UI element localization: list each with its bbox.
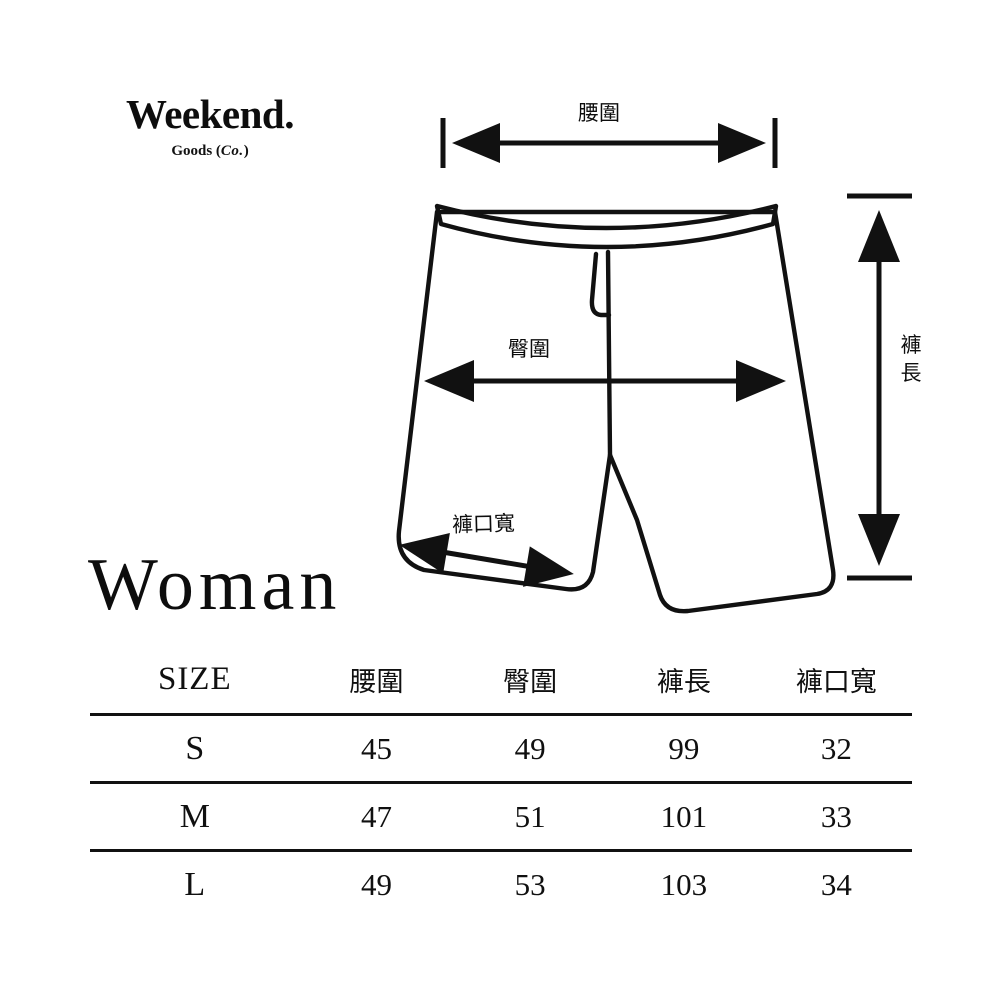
cell-size: M xyxy=(179,797,210,835)
cell-waist: 47 xyxy=(360,798,392,834)
waistband-path xyxy=(434,203,779,250)
cell-size: S xyxy=(185,729,205,767)
brand-name: Weekend. xyxy=(126,91,295,137)
column-header-hip: 臀圍 xyxy=(503,666,558,698)
brand-subtitle-paren-close: ) xyxy=(243,143,249,159)
size-table-head: SIZE 腰圍 臀圍 褲長 褲口寬 xyxy=(90,645,912,715)
cell-hem: 34 xyxy=(820,866,852,902)
shorts-body-path xyxy=(396,209,836,614)
center-seam-path xyxy=(605,249,613,458)
cell-waist: 45 xyxy=(360,730,392,766)
size-table-element: SIZE 腰圍 臀圍 褲長 褲口寬 S 45 49 99 32 M 47 xyxy=(90,645,912,919)
category-title: Woman xyxy=(88,544,342,626)
size-table-body: S 45 49 99 32 M 47 51 101 33 L 49 53 xyxy=(90,714,912,920)
hip-arrowhead-right xyxy=(736,360,786,402)
hem-arrowhead-left xyxy=(399,533,450,574)
hem-arrowhead-right xyxy=(523,546,574,587)
column-header-hem: 褲口寬 xyxy=(795,666,877,698)
cell-waist: 49 xyxy=(360,866,392,902)
hip-measure-group xyxy=(424,360,786,402)
cell-hem: 32 xyxy=(820,730,852,766)
fly-detail-path xyxy=(589,251,612,318)
cell-length: 99 xyxy=(668,730,700,766)
waist-arrowhead-left xyxy=(452,123,500,163)
brand-logo: Weekend. Goods (Co.) xyxy=(90,92,330,160)
cell-hem: 33 xyxy=(820,798,852,834)
table-row: S 45 49 99 32 xyxy=(90,714,912,783)
column-header-length: 褲長 xyxy=(656,666,711,698)
shorts-outline xyxy=(396,203,836,614)
length-arrowhead-top xyxy=(858,210,900,262)
waist-measure-group xyxy=(440,118,778,168)
cell-size: L xyxy=(184,865,206,903)
length-label: 褲長 xyxy=(900,333,922,385)
brand-subtitle: Goods (Co.) xyxy=(90,143,330,160)
waist-label: 腰圍 xyxy=(578,101,620,125)
brand-subtitle-goods: Goods xyxy=(171,143,213,159)
hem-arrow-shaft xyxy=(425,546,548,573)
column-header-waist: 腰圍 xyxy=(349,666,404,698)
hem-label: 褲口寬 xyxy=(451,511,516,537)
length-arrowhead-bottom xyxy=(858,514,900,566)
hip-label: 臀圍 xyxy=(508,337,550,361)
table-row: L 49 53 103 34 xyxy=(90,850,912,920)
size-table: SIZE 腰圍 臀圍 褲長 褲口寬 S 45 49 99 32 M 47 xyxy=(90,645,912,919)
hip-arrowhead-left xyxy=(424,360,474,402)
cell-length: 103 xyxy=(660,866,708,902)
length-measure-group xyxy=(847,193,912,581)
brand-subtitle-paren-open: ( xyxy=(215,143,221,159)
cell-hip: 51 xyxy=(514,798,546,834)
cell-hip: 53 xyxy=(514,866,546,902)
table-row: M 47 51 101 33 xyxy=(90,782,912,851)
column-header-size: SIZE xyxy=(157,660,232,697)
waist-arrowhead-right xyxy=(718,123,766,163)
table-header-row: SIZE 腰圍 臀圍 褲長 褲口寬 xyxy=(90,645,912,715)
cell-hip: 49 xyxy=(514,730,546,766)
brand-subtitle-co: Co. xyxy=(220,143,244,159)
cell-length: 101 xyxy=(660,798,708,834)
